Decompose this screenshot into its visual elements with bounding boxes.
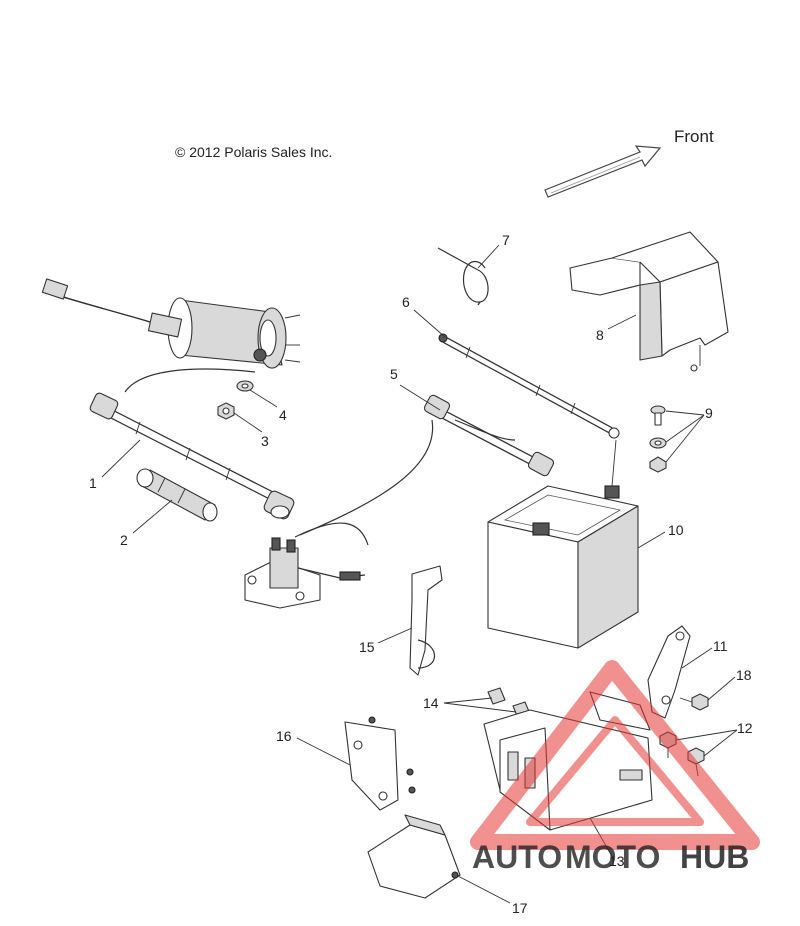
nut-part-3 [217,402,235,420]
callout-7: 7 [502,232,510,248]
callout-11: 11 [713,638,728,654]
solenoid-wire-path [294,522,369,546]
callout-13: 13 [609,853,625,869]
hardware-part-9 [649,405,667,473]
callout-14: 14 [423,695,439,711]
battery-strap-part-15 [409,565,443,676]
copyright-text: © 2012 Polaris Sales Inc. [175,144,332,160]
battery-cable-part-1 [89,392,295,520]
watermark-logo [470,660,760,850]
callout-8: 8 [596,327,604,343]
terminal-boot-part-2 [136,468,218,522]
bolt-part-18 [679,693,709,711]
starter-motor [41,278,301,369]
front-label: Front [674,127,714,146]
watermark-auto: AUTO [472,839,562,875]
callout-6: 6 [402,294,410,310]
callout-18: 18 [736,667,752,683]
callout-17: 17 [512,900,528,916]
battery-cable-part-6 [438,333,620,439]
callout-3: 3 [261,433,269,449]
callout-5: 5 [390,366,398,382]
callout-10: 10 [668,522,684,538]
battery-cable-part-5 [423,394,555,477]
mount-bracket-part-16 [344,716,416,811]
battery-cover-part-8 [569,231,729,372]
callout-1: 1 [89,475,97,491]
watermark-text: AUTO MOTO HUB [472,839,749,875]
callout-16: 16 [276,728,292,744]
washer-part-4 [236,380,254,392]
front-arrow-icon [544,145,662,198]
ground-wire-path [299,419,434,536]
battery-part-10 [487,439,639,649]
callout-2: 2 [120,532,128,548]
starter-cable-path [124,368,256,393]
callout-12: 12 [737,720,753,736]
watermark-moto: MOTO [565,839,660,875]
leader-lines [101,244,738,904]
cable-tie-part-7 [437,247,489,306]
bracket-part-11 [647,625,691,719]
callout-9: 9 [705,405,713,421]
watermark-hub: HUB [680,839,749,875]
callout-4: 4 [279,407,287,423]
mount-plate [367,814,461,899]
starter-solenoid [244,537,366,609]
callout-15: 15 [359,639,375,655]
